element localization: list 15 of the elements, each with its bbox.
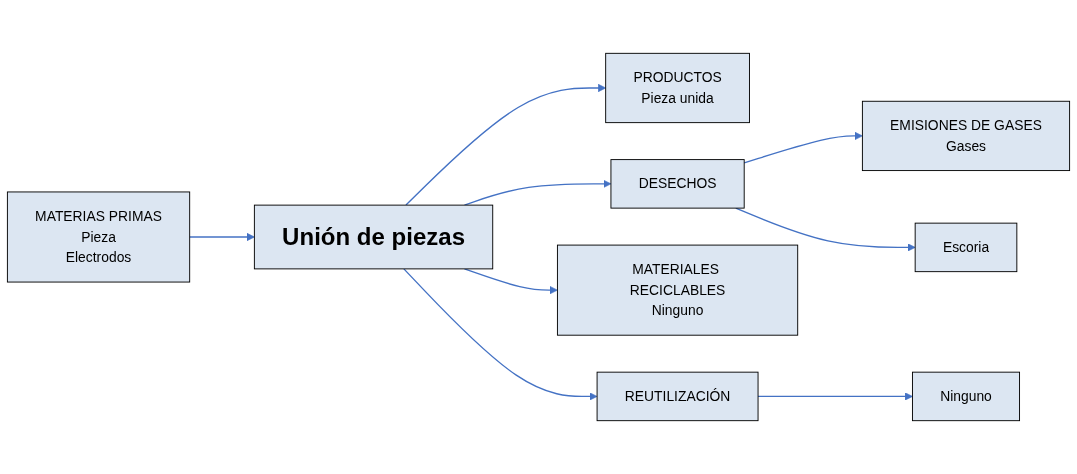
arrow	[403, 268, 598, 401]
node-box: Unión de piezas	[253, 204, 494, 270]
node-box: Escoria	[914, 222, 1018, 273]
node-box: REUTILIZACIÓN	[596, 371, 759, 422]
arrow	[735, 207, 916, 252]
node-box: EMISIONES DE GASES Gases	[861, 100, 1071, 172]
node-box: PRODUCTOS Pieza unida	[605, 52, 750, 124]
node-box: MATERIAS PRIMAS Pieza Electrodos	[6, 191, 191, 283]
arrow	[757, 392, 913, 401]
node-box: MATERIALES RECICLABLES Ninguno	[556, 244, 799, 336]
arrow	[743, 131, 863, 164]
node-box: DESECHOS	[610, 159, 745, 209]
arrow	[189, 232, 255, 242]
node-box: Ninguno	[912, 371, 1020, 422]
arrow	[405, 83, 607, 206]
